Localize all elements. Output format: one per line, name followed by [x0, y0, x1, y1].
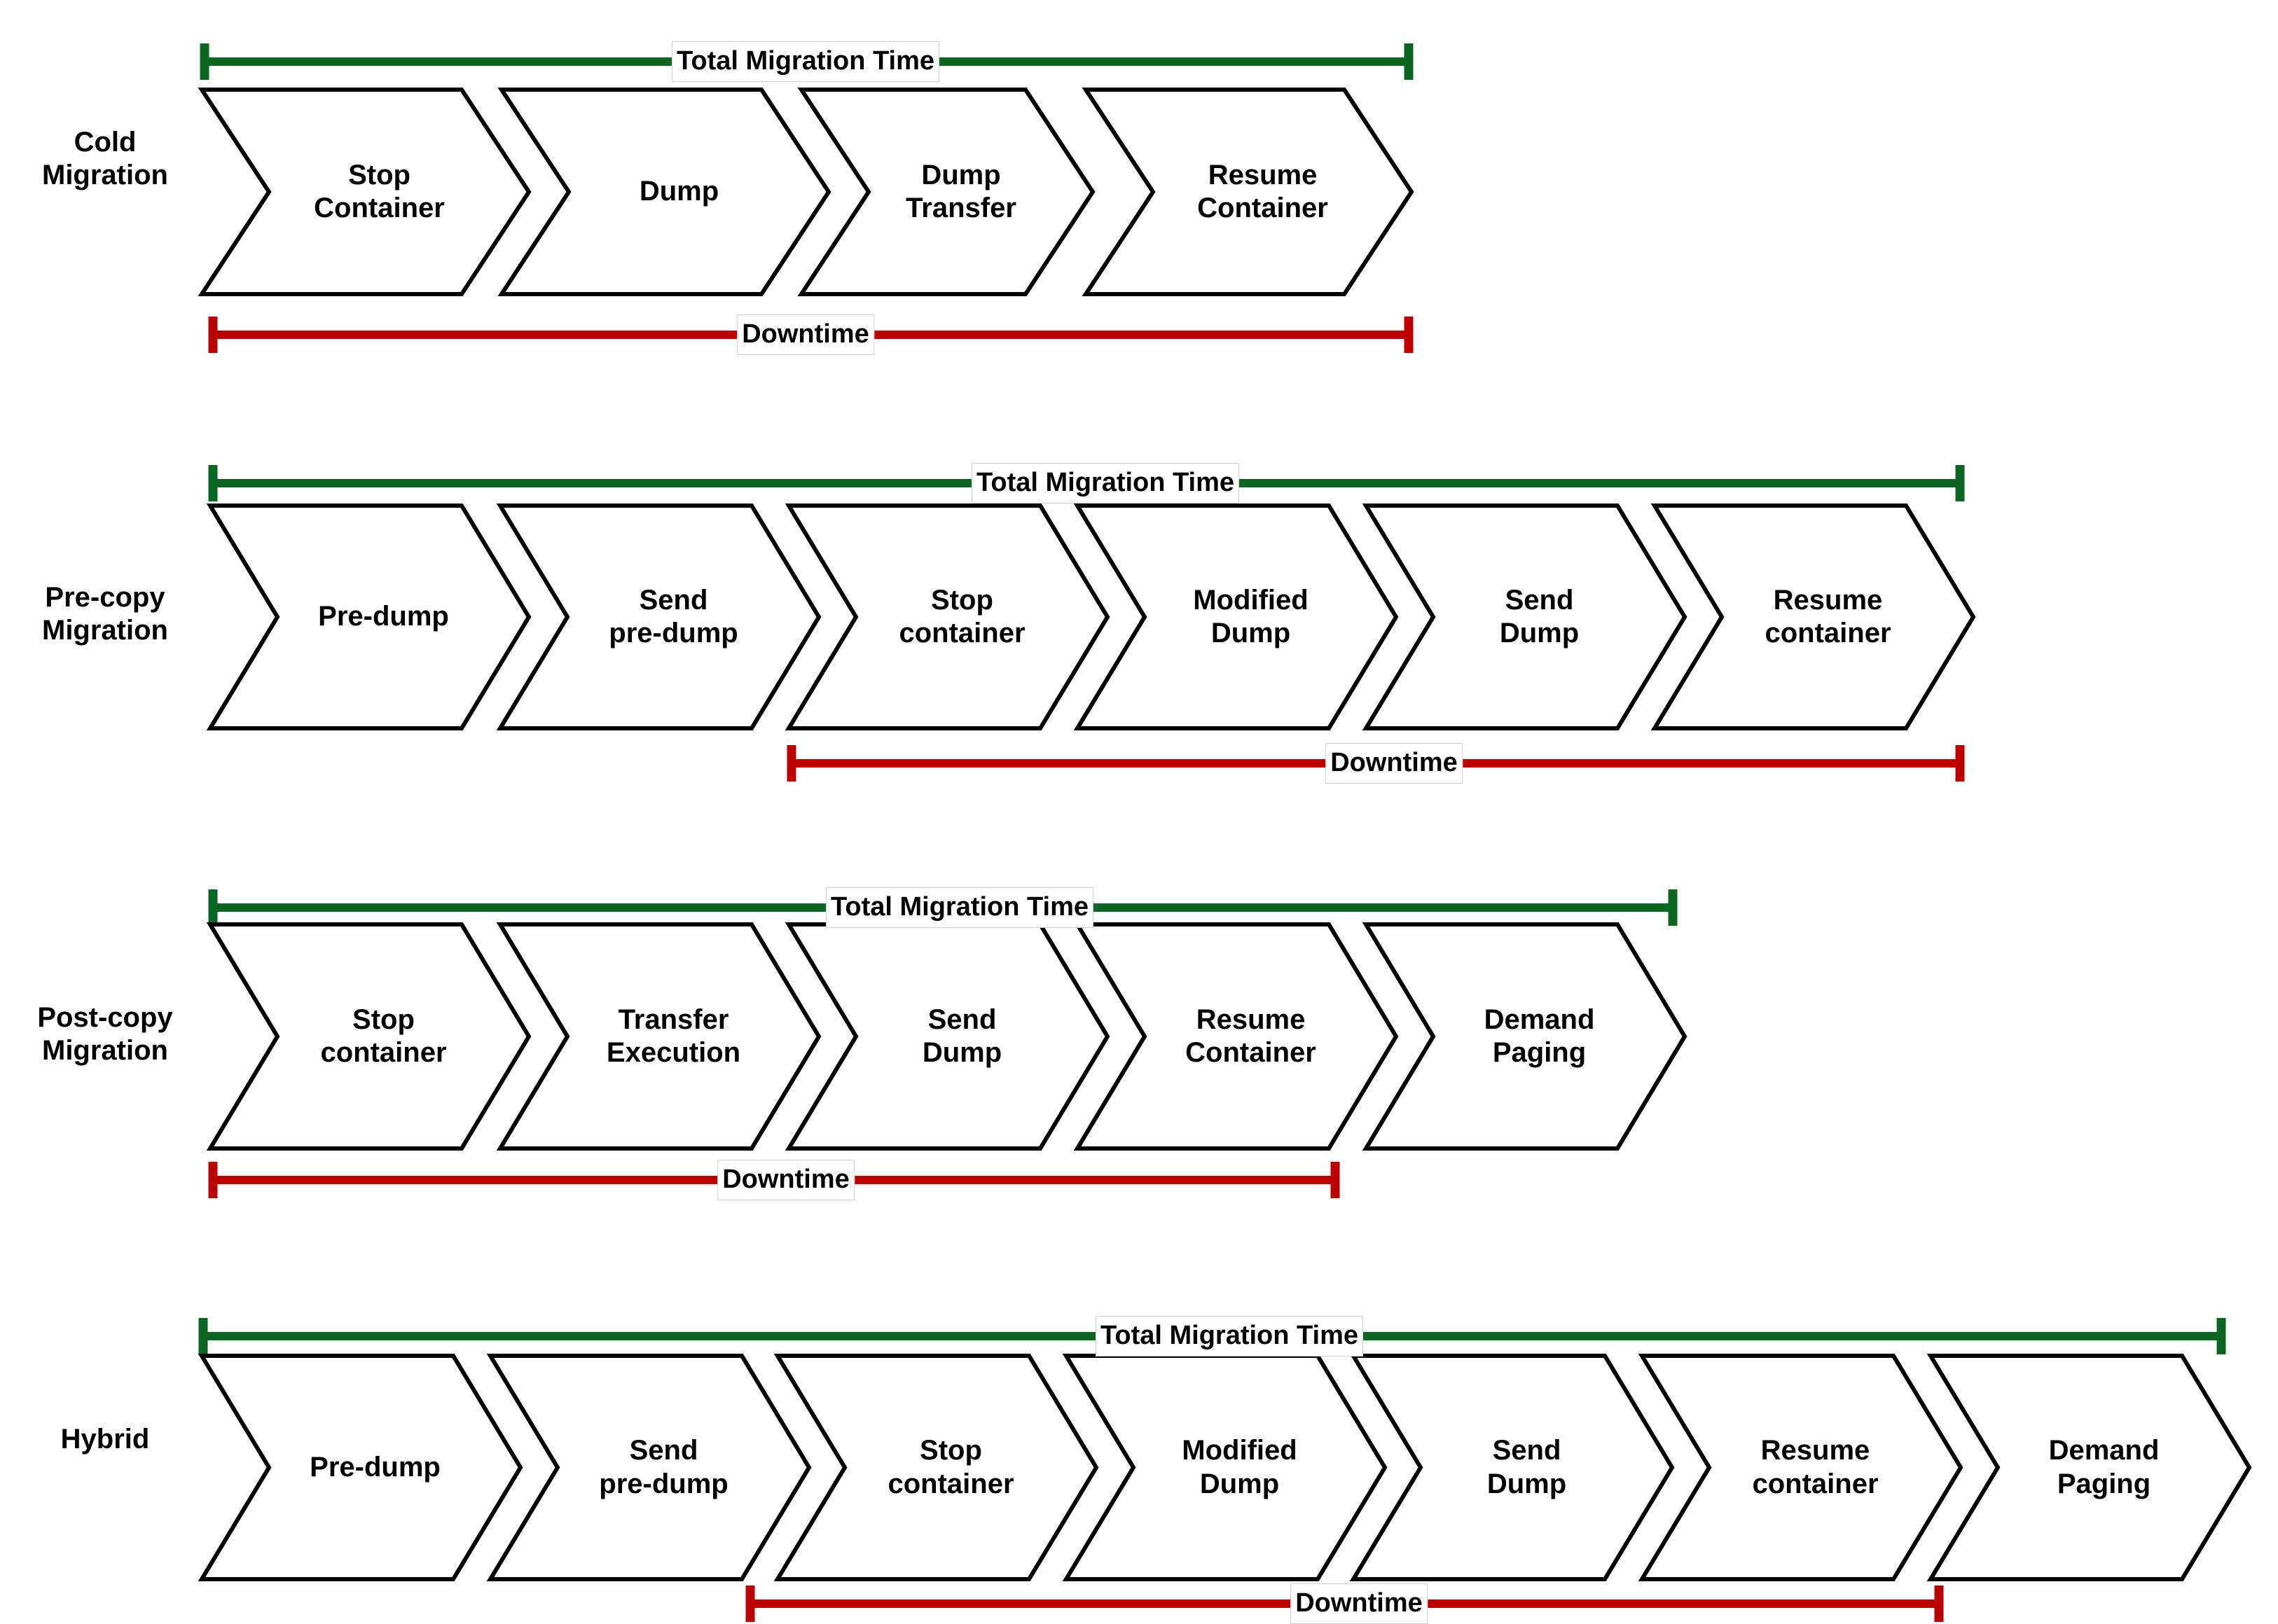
row-label-pre-copy-migration: Pre-copy Migration — [42, 582, 168, 646]
total-migration-time-label: Total Migration Time — [671, 41, 940, 82]
process-chevron — [1362, 504, 1687, 730]
process-chevron — [206, 922, 532, 1151]
process-chevron — [206, 504, 532, 730]
chevron-step-label: Stop container — [888, 1435, 1014, 1499]
process-chevron — [496, 922, 822, 1151]
total-migration-time-label: Total Migration Time — [1095, 1316, 1364, 1356]
downtime-label: Downtime — [717, 1160, 855, 1200]
row-label-cold-migration: Cold Migration — [42, 127, 168, 191]
chevron-step-label: Demand Paging — [2048, 1435, 2160, 1499]
process-chevron — [198, 1354, 523, 1581]
chevron-step-label: Resume container — [1765, 584, 1891, 648]
process-chevron — [797, 88, 1096, 296]
chevron-step-label: Send Dump — [922, 1004, 1002, 1068]
chevron-step-label: Stop container — [320, 1004, 447, 1068]
downtime-label: Downtime — [737, 314, 874, 355]
process-chevron — [1650, 504, 1976, 730]
process-chevron — [785, 504, 1110, 730]
process-chevron — [1082, 88, 1414, 296]
row-label-post-copy-migration: Post-copy Migration — [37, 1002, 173, 1067]
downtime-label: Downtime — [1325, 743, 1463, 784]
chevron-step-label: Send Dump — [1499, 584, 1580, 648]
chevron-step-label: Resume Container — [1197, 159, 1328, 223]
chevron-step-label: Transfer Execution — [606, 1004, 741, 1068]
process-chevron — [497, 88, 831, 296]
chevron-step-label: Pre-dump — [318, 601, 449, 632]
row-label-hybrid: Hybrid — [60, 1424, 150, 1455]
chevron-step-label: Send pre-dump — [599, 1435, 729, 1499]
chevron-step-label: Dump Transfer — [906, 159, 1016, 223]
process-chevron — [1073, 504, 1399, 730]
chevron-step-label: Stop container — [899, 584, 1026, 648]
chevron-step-label: Resume Container — [1185, 1004, 1316, 1068]
process-chevron — [1362, 922, 1687, 1151]
process-chevron — [496, 504, 822, 730]
downtime-label: Downtime — [1290, 1583, 1428, 1624]
chevron-step-label: Demand Paging — [1484, 1004, 1595, 1068]
chevron-step-label: Modified Dump — [1193, 584, 1309, 648]
total-migration-time-label: Total Migration Time — [825, 887, 1094, 928]
process-chevron — [1349, 1354, 1675, 1581]
chevron-step-label: Send pre-dump — [609, 584, 738, 648]
chevron-step-label: Modified Dump — [1182, 1435, 1297, 1499]
process-chevron — [198, 88, 532, 296]
chevron-step-label: Pre-dump — [310, 1451, 441, 1483]
chevron-step-label: Stop Container — [314, 159, 445, 223]
chevron-step-label: Send Dump — [1486, 1435, 1567, 1499]
chevron-step-label: Resume container — [1752, 1435, 1879, 1499]
total-migration-time-label: Total Migration Time — [971, 463, 1240, 504]
chevron-step-label: Dump — [639, 176, 719, 207]
process-chevron — [1926, 1354, 2252, 1581]
process-chevron — [486, 1354, 812, 1581]
process-chevron — [773, 1354, 1099, 1581]
process-chevron — [1073, 922, 1399, 1151]
process-chevron — [1638, 1354, 1963, 1581]
